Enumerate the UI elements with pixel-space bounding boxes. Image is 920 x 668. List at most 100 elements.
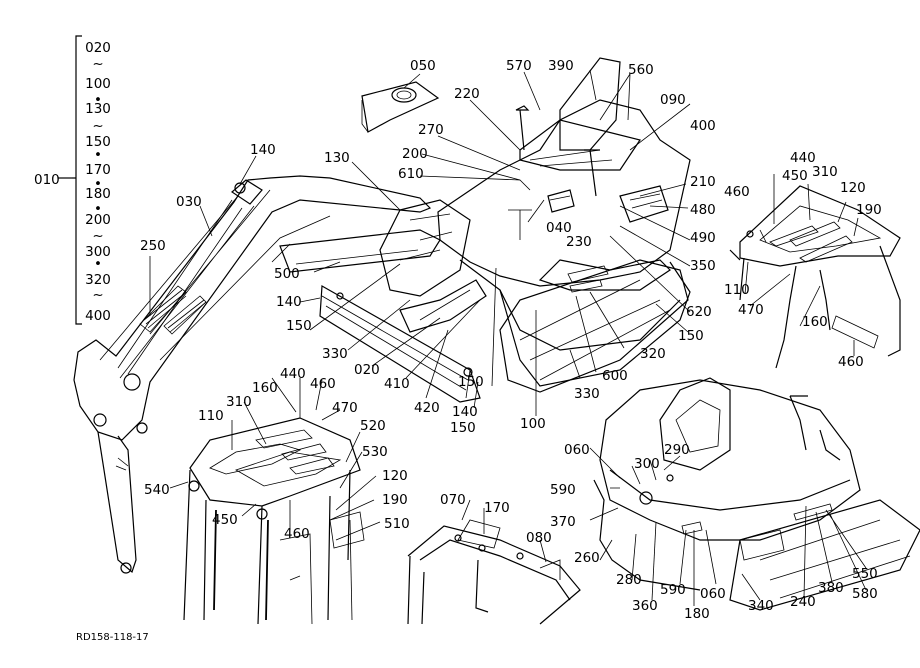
range-bracket (58, 35, 82, 325)
range-item: 130 (85, 101, 111, 117)
part-callout: 030 (176, 194, 202, 210)
part-callout: 610 (398, 166, 424, 182)
part-callout: 450 (782, 168, 808, 184)
part-callout: 210 (690, 174, 716, 190)
part-callout: 220 (454, 86, 480, 102)
part-callout: 150 (458, 374, 484, 390)
range-item: 200 (85, 212, 111, 228)
part-callout: 320 (640, 346, 666, 362)
part-callout: 330 (322, 346, 348, 362)
part-callout: 440 (790, 150, 816, 166)
part-callout: 200 (402, 146, 428, 162)
canopy-roof-right (729, 185, 901, 369)
range-item: • (94, 176, 102, 192)
part-callout: 550 (852, 566, 878, 582)
part-callout: 190 (856, 202, 882, 218)
part-callout: 310 (812, 164, 838, 180)
part-callout: 180 (684, 606, 710, 622)
range-item: • (94, 201, 102, 217)
part-callout: 360 (632, 598, 658, 614)
part-callout: 340 (748, 598, 774, 614)
range-item: 320 (85, 272, 111, 288)
part-callout: 140 (276, 294, 302, 310)
part-callout: 240 (790, 594, 816, 610)
range-item: 100 (85, 76, 111, 92)
part-callout: 570 (506, 58, 532, 74)
drawing-number: RD158-118-17 (76, 632, 149, 643)
part-callout: 250 (140, 238, 166, 254)
part-callout: 600 (602, 368, 628, 384)
part-callout: 080 (526, 530, 552, 546)
range-item: 180 (85, 186, 111, 202)
part-callout: 480 (690, 202, 716, 218)
frame-assembly (407, 519, 581, 625)
range-item: 170 (85, 162, 111, 178)
part-callout: 440 (280, 366, 306, 382)
part-callout: 150 (450, 420, 476, 436)
part-callout: 540 (144, 482, 170, 498)
range-item: ~ (92, 287, 103, 303)
part-callout: 060 (700, 586, 726, 602)
range-item: 300 (85, 244, 111, 260)
part-callout: 270 (418, 122, 444, 138)
range-sequence: 020~100•130~150•170•180•200~300•320~400 (85, 40, 111, 324)
part-callout: 590 (550, 482, 576, 498)
part-callout: 620 (686, 304, 712, 320)
part-callout: 130 (324, 150, 350, 166)
boom-arm (73, 175, 441, 574)
part-callout: 230 (566, 234, 592, 250)
part-callout: 040 (546, 220, 572, 236)
range-item: ~ (92, 228, 103, 244)
part-callout: 280 (616, 572, 642, 588)
range-item: 020 (85, 40, 111, 56)
part-callout: 350 (690, 258, 716, 274)
part-callout: 460 (838, 354, 864, 370)
part-callout: 560 (628, 62, 654, 78)
part-callout: 500 (274, 266, 300, 282)
part-callout: 460 (284, 526, 310, 542)
leader-lines (149, 69, 867, 606)
part-callout: 450 (212, 512, 238, 528)
part-callout: 310 (226, 394, 252, 410)
part-callout: 090 (660, 92, 686, 108)
part-callout: 460 (724, 184, 750, 200)
part-callout: 330 (574, 386, 600, 402)
part-callout: 580 (852, 586, 878, 602)
range-item: ~ (92, 56, 103, 72)
range-item: ~ (92, 118, 103, 134)
machine-body (319, 57, 691, 403)
part-callout: 260 (574, 550, 600, 566)
part-callout: 160 (252, 380, 278, 396)
cabin (183, 417, 365, 625)
part-callout: 140 (452, 404, 478, 420)
part-callout: 410 (384, 376, 410, 392)
part-callout: 150 (678, 328, 704, 344)
part-callout: 110 (198, 408, 224, 424)
part-callout: 470 (332, 400, 358, 416)
machine-rear-view (593, 377, 920, 611)
part-callout: 520 (360, 418, 386, 434)
range-item: • (94, 256, 102, 272)
part-callout: 110 (724, 282, 750, 298)
part-callout: 400 (690, 118, 716, 134)
range-item: 400 (85, 308, 111, 324)
part-callout: 150 (286, 318, 312, 334)
range-item: • (94, 92, 102, 108)
part-callout: 160 (802, 314, 828, 330)
part-callout: 460 (310, 376, 336, 392)
range-item: • (94, 147, 102, 163)
part-callout: 140 (250, 142, 276, 158)
part-callout: 050 (410, 58, 436, 74)
range-item: 150 (85, 134, 111, 150)
part-callout: 420 (414, 400, 440, 416)
part-callout: 590 (660, 582, 686, 598)
part-callout: 490 (690, 230, 716, 246)
part-callout: 530 (362, 444, 388, 460)
part-callout: 190 (382, 492, 408, 508)
part-callout: 060 (564, 442, 590, 458)
part-callout: 120 (840, 180, 866, 196)
part-callout: 100 (520, 416, 546, 432)
